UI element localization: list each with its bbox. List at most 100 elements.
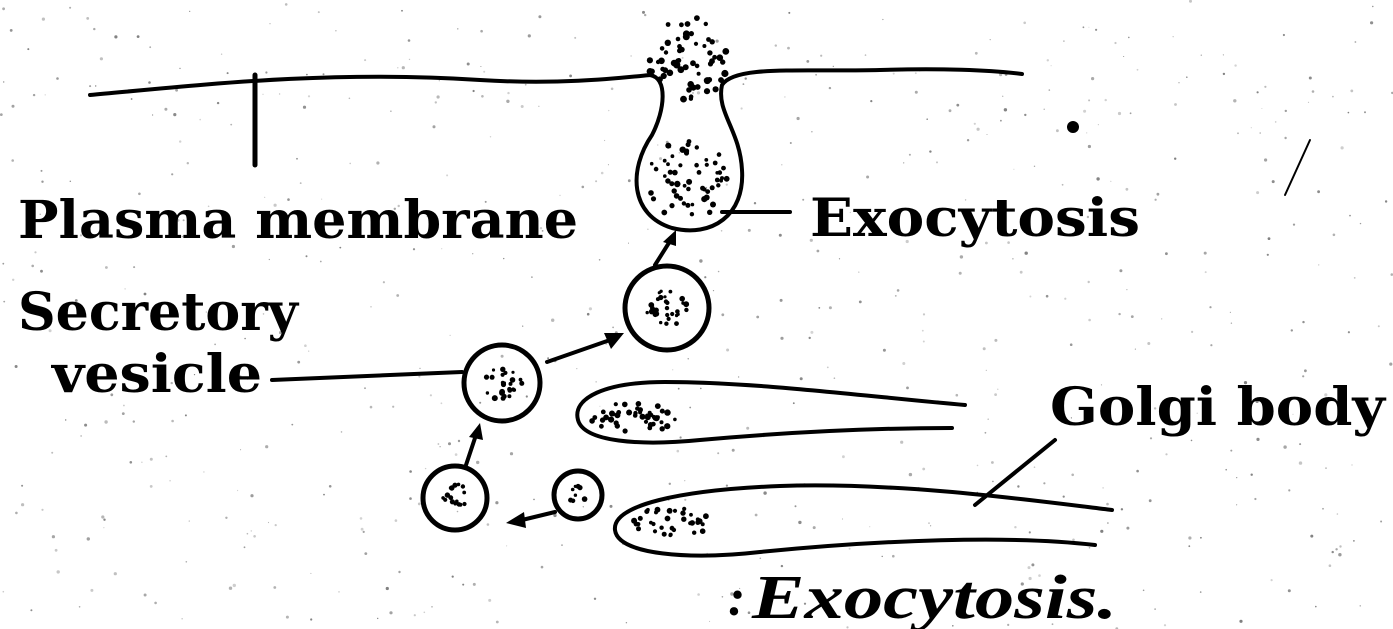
- fusing-vesicle-contents: [648, 139, 729, 216]
- secretion-dot: [615, 423, 620, 428]
- speckle: [171, 173, 173, 175]
- speckle: [1389, 363, 1392, 366]
- speckle: [1272, 180, 1275, 183]
- secretion-dot: [501, 381, 505, 385]
- secretion-dot: [499, 390, 505, 396]
- speckle: [473, 583, 476, 586]
- speckle: [154, 602, 157, 605]
- speckle: [684, 499, 686, 501]
- secretion-dot: [674, 181, 680, 187]
- speckle: [323, 73, 325, 75]
- speckle: [1225, 469, 1227, 471]
- secretion-dot: [694, 15, 700, 21]
- secretion-dot: [721, 166, 726, 171]
- speckle: [21, 485, 23, 487]
- secretion-dot: [692, 531, 696, 535]
- secretion-dot: [715, 178, 720, 183]
- speckle: [1063, 40, 1065, 42]
- speckle: [51, 452, 53, 454]
- speckle: [722, 596, 724, 598]
- secretion-dot: [658, 295, 663, 300]
- vesicle-contents-upper: [646, 290, 690, 326]
- secretion-dot: [571, 488, 575, 492]
- speckle: [409, 470, 412, 473]
- speckle: [1118, 112, 1121, 115]
- speckle: [1095, 29, 1097, 31]
- speckle: [2, 7, 5, 10]
- speckle: [611, 88, 614, 91]
- secretion-dot: [719, 78, 724, 83]
- speckle: [392, 406, 394, 408]
- speckle: [1089, 547, 1091, 549]
- speckle: [1257, 91, 1259, 93]
- secretion-dot: [661, 73, 667, 79]
- secretion-dot: [683, 184, 687, 188]
- budding-vesicle-contents: [568, 484, 587, 503]
- speckle: [1210, 344, 1212, 346]
- speckle: [975, 52, 978, 55]
- speckle: [793, 402, 795, 404]
- speckle: [1385, 200, 1387, 202]
- speckle: [90, 589, 93, 592]
- speckle: [488, 599, 491, 602]
- secretion-dot: [519, 378, 523, 382]
- secretion-dot: [701, 196, 707, 202]
- secretion-dot: [623, 428, 628, 433]
- speckle: [929, 150, 931, 152]
- speckle: [870, 100, 872, 102]
- speckle: [983, 347, 986, 350]
- speckle: [386, 587, 389, 590]
- secretion-dot: [704, 88, 710, 94]
- secretion-dot: [683, 64, 689, 70]
- secretion-dot: [705, 163, 709, 167]
- speckle: [587, 313, 590, 316]
- secretion-dot: [673, 418, 677, 422]
- speckle: [225, 517, 227, 519]
- stray-dot: [1067, 121, 1079, 133]
- speckle: [1070, 343, 1073, 346]
- speckle: [967, 139, 969, 141]
- secretion-dot: [665, 143, 671, 149]
- secretion-dot: [682, 201, 686, 205]
- secretion-dot: [669, 203, 674, 208]
- speckle: [1236, 504, 1237, 505]
- secretion-dot: [507, 394, 511, 398]
- speckle: [450, 335, 451, 336]
- label-plasma-membrane: Plasma membrane: [18, 190, 578, 251]
- speckle: [2, 263, 4, 265]
- secretion-dot: [653, 312, 658, 317]
- speckle: [448, 442, 451, 445]
- speckle: [1024, 114, 1026, 116]
- speckle: [815, 74, 817, 76]
- speckle: [1251, 474, 1253, 476]
- secretion-dot: [611, 412, 615, 416]
- secretion-dot: [449, 486, 452, 489]
- speckle: [247, 533, 249, 535]
- speckle: [507, 92, 509, 94]
- speckle: [506, 100, 509, 103]
- speckle: [1209, 306, 1211, 308]
- speckle: [1186, 76, 1188, 78]
- speckle: [561, 544, 563, 546]
- speckle: [1318, 264, 1319, 265]
- speckle: [263, 94, 264, 95]
- speckle: [100, 57, 103, 60]
- secretion-dot: [647, 426, 652, 431]
- secretion-dot: [599, 424, 604, 429]
- speckle: [1372, 6, 1373, 7]
- speckle: [150, 485, 153, 488]
- speckle: [1339, 545, 1341, 547]
- speckle: [270, 23, 271, 24]
- speckle: [1091, 77, 1094, 80]
- secretion-dot: [697, 170, 702, 175]
- speckle: [250, 494, 253, 497]
- speckle: [10, 29, 13, 32]
- secretion-dot: [492, 395, 498, 401]
- speckle: [1165, 252, 1168, 255]
- speckle: [3, 301, 5, 303]
- label-secretory: Secretory: [18, 282, 300, 343]
- speckle: [457, 511, 459, 513]
- speckle: [52, 535, 55, 538]
- speckle: [1029, 531, 1031, 533]
- speckle: [338, 591, 339, 592]
